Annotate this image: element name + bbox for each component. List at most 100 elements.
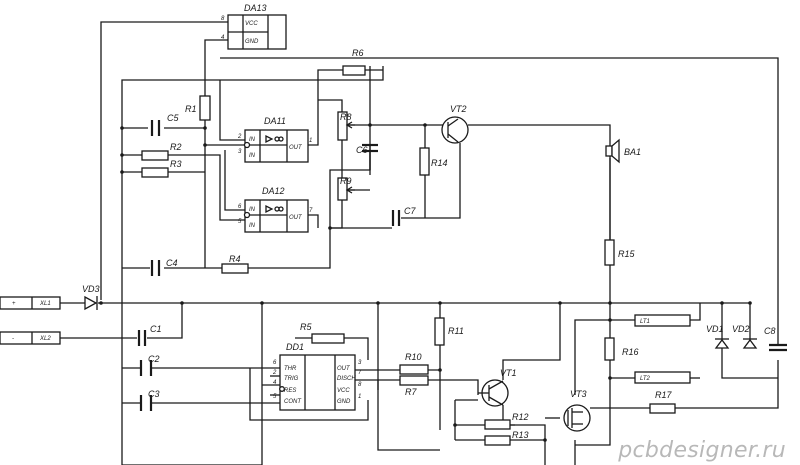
resistor-r5 (311, 333, 345, 344)
resistor-r13 (484, 435, 511, 446)
dd1-pin-num: 7 (358, 370, 362, 376)
dd1-pin-num: 3 (358, 360, 362, 366)
wiring (8, 21, 779, 465)
r6-label: R6 (352, 48, 364, 58)
da11-pin-num: 3 (238, 149, 242, 155)
dd1-pin-func: TRIG (284, 376, 299, 382)
r9-label: R9 (340, 176, 352, 186)
da11-pin-func: IN (249, 153, 256, 159)
da12-pin-func: IN (249, 223, 256, 229)
diodes: VD1 VD2 (706, 324, 758, 349)
da13-pin-func: VCC (245, 21, 258, 27)
connector-xl2: - XL2 (0, 331, 61, 345)
r7-label: R7 (405, 387, 417, 397)
da12-label: DA12 (262, 186, 285, 196)
da11-pin-num: 2 (237, 134, 242, 140)
diode-vd3: VD3 (82, 284, 100, 311)
c8-label: C8 (764, 326, 776, 336)
da13-label: DA13 (244, 3, 267, 13)
lamps: LT1 LT2 (634, 314, 691, 384)
da11-pin-num: 1 (309, 138, 312, 144)
dd1-pin-num: 2 (272, 370, 277, 376)
resistor-r4 (221, 263, 249, 274)
connector-xl1: + XL1 (0, 296, 61, 310)
lt2-label: LT2 (640, 376, 651, 382)
transistor-vt2: VT2 (441, 104, 469, 144)
da11-pin-func: OUT (289, 145, 303, 151)
da12-pin-num: 6 (238, 204, 242, 210)
r10-label: R10 (405, 352, 422, 362)
resistor-r11 (434, 317, 445, 346)
ba1-label: BA1 (624, 147, 641, 157)
dd1-pin-func: CONT (284, 399, 302, 405)
xl2-sign: - (12, 336, 14, 342)
dd1-pin-func: RES (284, 388, 296, 394)
resistor-r17 (649, 403, 676, 414)
xl2-label: XL2 (39, 336, 51, 342)
dd1-pin-func: VCC (337, 388, 350, 394)
resistor-r1 (199, 95, 211, 121)
c7-label: C7 (404, 206, 416, 216)
c3-label: C3 (148, 389, 160, 399)
transistor-vt3: VT3 (563, 389, 591, 432)
c4-label: C4 (166, 258, 178, 268)
r15-label: R15 (618, 249, 636, 259)
r17-label: R17 (655, 390, 673, 400)
dd1-pin-num: 6 (273, 360, 277, 366)
vt3-label: VT3 (570, 389, 587, 399)
lt1-label: LT1 (640, 319, 650, 325)
c1-label: C1 (150, 324, 162, 334)
da11-pin-func: IN (249, 137, 256, 143)
resistor-r15 (604, 239, 615, 266)
da13-pin-num: 8 (221, 16, 225, 22)
capacitors: C1 C2 C3 C4 C5 C6 C7 C8 (137, 113, 787, 411)
da11-label: DA11 (264, 116, 286, 126)
watermark: pcbdesigner.ru (618, 438, 786, 463)
vt2-label: VT2 (450, 104, 467, 114)
dd1-pin-num: 4 (273, 380, 277, 386)
r4-label: R4 (229, 254, 241, 264)
dd1-pin-num: 8 (358, 382, 362, 388)
resistors: R1 R2 R3 R4 R5 R6 R7 R8 R9 R10 R11 R (141, 48, 676, 446)
da12-pin-num: 7 (309, 208, 313, 214)
da13-pin-func: GND (245, 39, 259, 45)
chip-da13: DA13 8 4 VCC GND (221, 3, 287, 50)
c2-label: C2 (148, 354, 160, 364)
r16-label: R16 (622, 347, 639, 357)
chip-dd1: DD1 6 2 4 5 3 7 8 1 THR TRIG RES CONT OU… (272, 342, 362, 411)
resistor-r7 (399, 375, 429, 386)
dd1-pin-func: THR (284, 366, 297, 372)
r13-label: R13 (512, 430, 529, 440)
da12-pin-func: IN (249, 207, 256, 213)
r2-label: R2 (170, 142, 182, 152)
resistor-r8 (337, 111, 348, 141)
chip-da12: DA12 6 5 7 IN IN OUT (238, 186, 313, 233)
dd1-pin-func: DISCH (337, 376, 356, 382)
r5-label: R5 (300, 322, 312, 332)
r8-label: R8 (340, 112, 352, 122)
r14-label: R14 (431, 158, 448, 168)
resistor-r14 (419, 147, 430, 176)
vt1-label: VT1 (500, 368, 517, 378)
resistor-r9 (337, 177, 348, 201)
da13-pin-num: 4 (221, 35, 225, 41)
transistor-vt1: VT1 (478, 368, 517, 407)
dd1-pin-func: OUT (337, 366, 351, 372)
xl1-label: XL1 (39, 301, 51, 307)
xl1-sign: + (12, 301, 16, 307)
resistor-r10 (399, 364, 429, 375)
r11-label: R11 (448, 326, 464, 336)
dd1-pin-num: 1 (358, 394, 361, 400)
r12-label: R12 (512, 412, 529, 422)
resistor-r2 (141, 150, 169, 161)
vd3-label: VD3 (82, 284, 100, 294)
speaker-ba1: BA1 (605, 138, 641, 164)
dd1-pin-func: GND (337, 399, 351, 405)
vd1-label: VD1 (706, 324, 724, 334)
resistor-r3 (141, 167, 169, 178)
chip-da11: DA11 2 3 1 IN IN OUT (237, 116, 312, 163)
dd1-pin-num: 5 (273, 394, 277, 400)
resistor-r16 (604, 337, 615, 361)
da12-pin-func: OUT (289, 215, 303, 221)
